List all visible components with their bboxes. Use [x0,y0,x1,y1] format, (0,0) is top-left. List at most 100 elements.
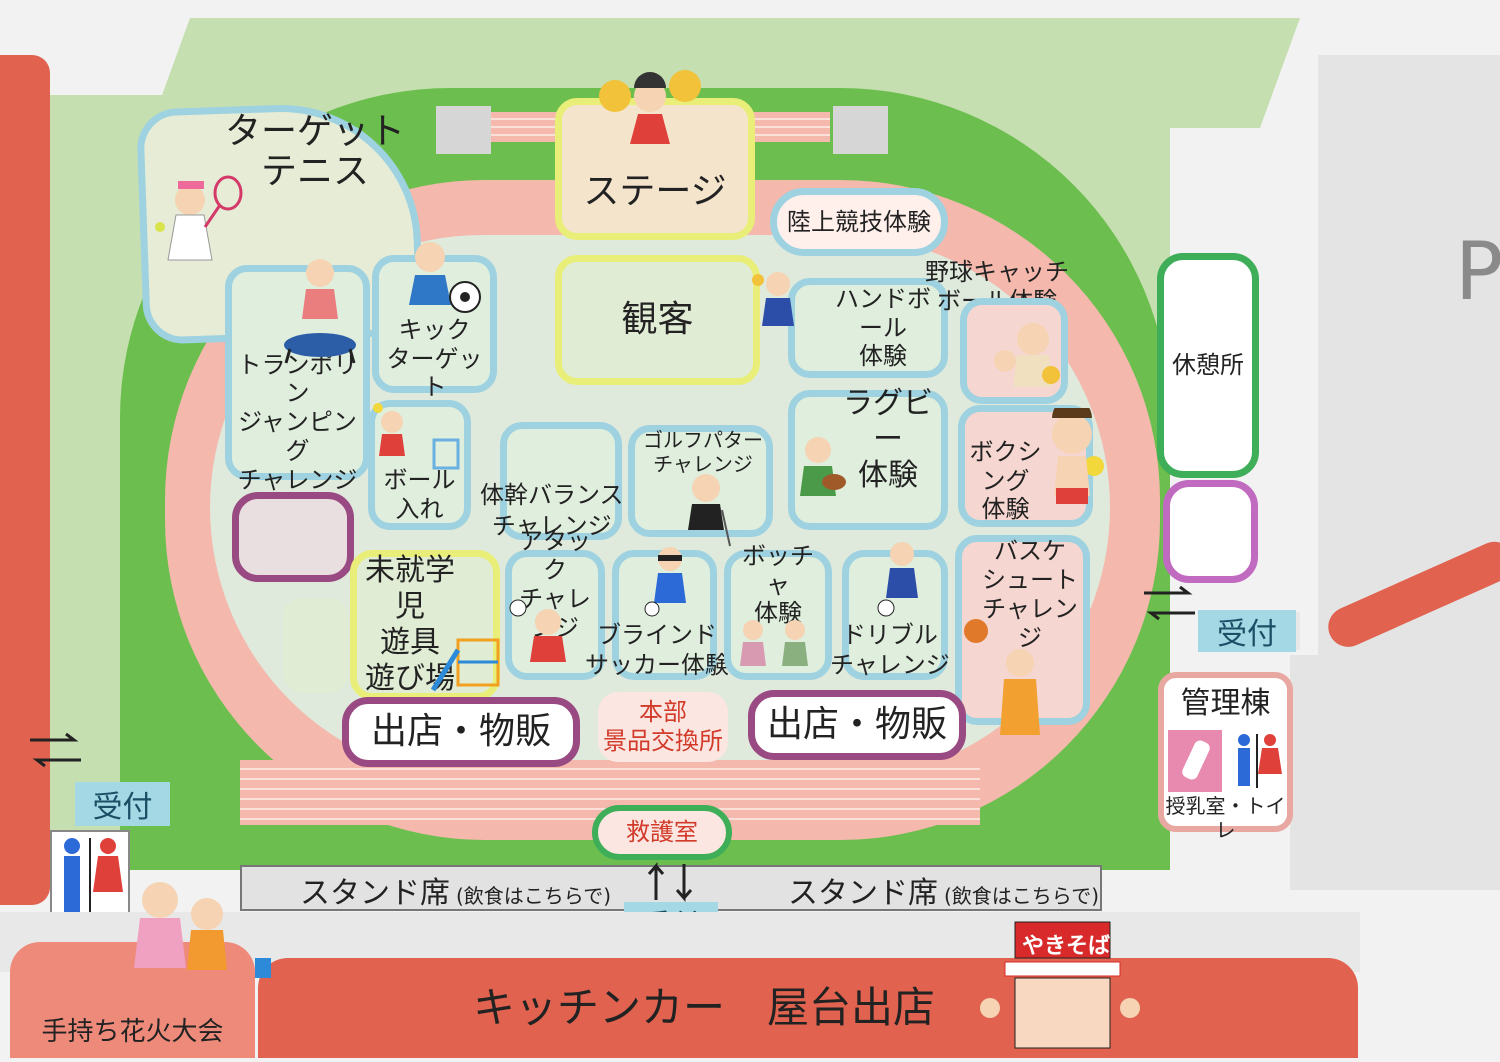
parking-lot-lower [1290,655,1500,890]
golf-putter-line1: ゴルフパター [643,428,763,452]
core-balance-zone[interactable] [500,422,622,540]
top-box-right [833,106,888,154]
food-stall-icon [975,918,1145,1062]
dribble-label: ドリブルチャレンジ [830,620,950,680]
hq-line1: 本部 [639,698,687,727]
shop-left-zone[interactable]: 出店・物販 [342,697,580,767]
preschool-line2: 遊具 [380,625,440,660]
baby-bottle-icon [1167,730,1222,792]
blind-soccer-label: ブラインドサッカー体験 [585,620,729,680]
shop-right-zone[interactable]: 出店・物販 [748,690,966,760]
track-field-zone[interactable]: 陸上競技体験 [770,188,948,256]
core-balance-line2: チャレンジ [491,512,612,541]
entry-arrows-left [28,732,83,768]
kitchen-car-band[interactable]: キッチンカー 屋台出店 [258,958,1358,1058]
boxing-line2: 体験 [981,495,1030,524]
entry-arrows-right [1142,585,1197,621]
stand-seat-left: スタンド席(飲食はこちらで) [300,868,611,912]
yakisoba-sign: やきそば [1022,934,1111,959]
rest-area-label: 休憩所 [1172,351,1244,380]
ball-toss-line1: ボール [383,466,456,495]
reception-left[interactable]: 受付 [75,782,170,826]
shop-right-label: 出店・物販 [766,704,947,746]
management-building[interactable]: 管理棟 授乳室・トイレ [1158,672,1293,842]
golfer-icon [678,470,738,554]
kick-target-line2: ターゲット [386,344,483,402]
audience-label: 観客 [621,299,694,341]
volleyball-kid-icon [500,596,580,675]
core-balance-line1: 体幹バランス [480,481,624,509]
purple-empty-zone-left[interactable] [232,492,354,582]
tennis-player-icon [150,175,245,294]
handball-zone[interactable]: ハンドボール体験 [788,278,948,378]
basket-line2: シュート [982,566,1078,595]
reception-right-label: 受付 [1217,617,1277,652]
target-tennis-line2: テニス [261,150,370,192]
family-icon [985,315,1070,399]
blind-soccer-icon [640,545,700,624]
basket-line1: バスケ [994,537,1066,566]
audience-zone[interactable]: 観客 [555,255,760,385]
kick-target-line1: キック [398,315,471,344]
hq-zone[interactable]: 本部景品交換所 [598,692,728,762]
preschool-playground-zone[interactable]: 未就学児遊具遊び場 [350,550,500,700]
restroom-icon [1230,730,1284,792]
stand-seat-right-note: (飲食はこちらで) [944,884,1100,908]
stage-label: ステージ [583,170,727,212]
stand-seat-left-note: (飲食はこちらで) [456,884,612,908]
cheerleader-icon [590,66,710,165]
boxer-icon [1038,398,1108,524]
trampoline-line2: ジャンピング [238,408,357,465]
core-balance-label: 体幹バランスチャレンジ [480,480,624,542]
rugby-line1: ラグビー [843,386,933,457]
boccia-elders-icon [735,618,820,677]
shop-left-label: 出店・物販 [370,711,551,753]
trampoline-kid-icon [280,255,360,369]
entry-arrows-bottom [642,862,697,902]
reception-left-label: 受付 [92,790,153,825]
rest-area-zone[interactable]: 休憩所 [1157,253,1259,478]
rugby-line2: 体験 [858,458,918,493]
rugby-zone[interactable]: ラグビー体験 [788,386,948,530]
hq-line2: 景品交換所 [603,727,723,755]
soccer-kicker-icon [395,235,485,334]
fireworks-label: 手持ち花火大会 [41,1016,224,1047]
boxing-line1: ボクシング [969,437,1042,495]
target-tennis-line1: ターゲット [225,111,406,152]
basketball-player-icon [962,615,1052,744]
boccia-line1: ボッチャ [742,541,814,599]
nursing-toilet-label: 授乳室・トイレ [1165,794,1286,842]
stand-seat-right-main: スタンド席 [788,876,938,911]
target-tennis-label: ターゲット テニス [225,112,405,191]
baseball-catch-line1: 野球キャッチ [925,258,1069,286]
trampoline-zone[interactable]: トランポリンジャンピングチャレンジ [225,265,370,494]
ball-toss-kid-icon [370,402,465,476]
handball-player-icon [750,268,805,357]
ball-toss-line2: 入れ [395,495,444,523]
handball-line2: 体験 [859,342,907,371]
handball-line1: ハンドボール [835,284,931,342]
reception-right[interactable]: 受付 [1198,610,1296,652]
first-aid-label: 救護室 [626,818,698,847]
trampoline-line1: トランポリン [237,350,358,408]
dribble-line2: チャレンジ [830,651,950,679]
preschool-line1: 未就学児 [365,553,455,624]
rugby-player-icon [792,432,847,531]
golf-putter-line2: チャレンジ [653,452,753,476]
small-grass-zone[interactable] [283,598,348,693]
parking-sign: P [1455,225,1500,318]
blind-soccer-line2: サッカー体験 [585,651,729,679]
stand-seat-left-main: スタンド席 [300,876,450,911]
top-box-left [436,106,491,154]
track-field-label: 陸上競技体験 [787,207,931,236]
first-aid-zone[interactable]: 救護室 [592,805,732,860]
dribble-kid-icon [872,540,932,624]
stand-seat-right: スタンド席(飲食はこちらで) [788,868,1099,912]
purple-empty-zone-right[interactable] [1163,480,1258,583]
basket-line3: チャレンジ [982,595,1078,652]
attack-line1: アタック [519,527,591,585]
golf-putter-label: ゴルフパターチャレンジ [628,428,778,476]
blind-soccer-line1: ブラインド [597,621,717,649]
playground-icon [428,620,508,699]
kitchen-car-label: キッチンカー 屋台出店 [473,982,936,1032]
